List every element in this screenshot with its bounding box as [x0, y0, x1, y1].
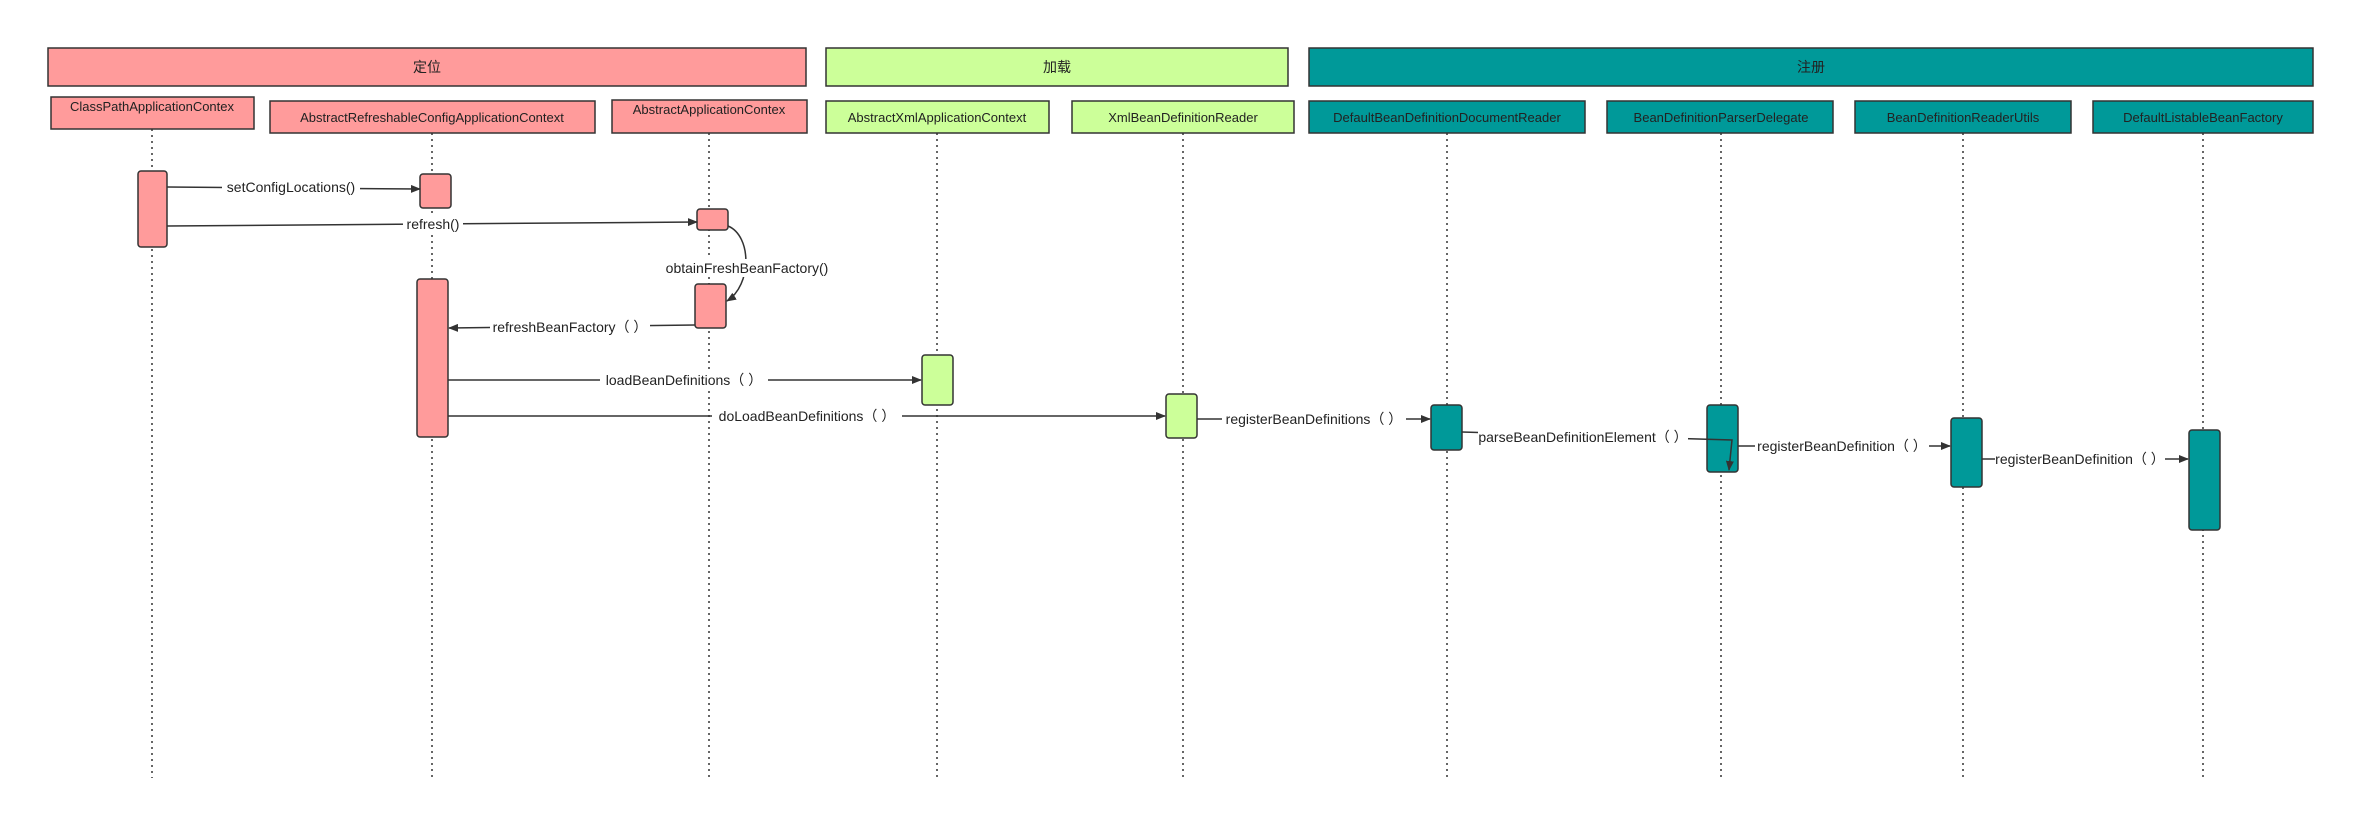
participant-label: DefaultListableBeanFactory [2123, 110, 2283, 125]
message-label: obtainFreshBeanFactory() [666, 260, 829, 276]
message-label: registerBeanDefinition（ ） [1995, 451, 2165, 467]
participant-label: AbstractRefreshableConfigApplicationCont… [300, 110, 564, 125]
participant-label: DefaultBeanDefinitionDocumentReader [1333, 110, 1561, 125]
message-register-bean-definition-factory: registerBeanDefinition（ ） [1982, 450, 2189, 468]
phase-register: 注册 [1308, 47, 2314, 87]
phase-locate: 定位 [47, 47, 807, 87]
participant-bean-definition-parser-delegate: BeanDefinitionParserDelegate [1606, 100, 1834, 778]
activation-p2-refresh [416, 278, 449, 438]
participant-abstract-refreshable-config-application-context: AbstractRefreshableConfigApplicationCont… [269, 100, 596, 778]
message-register-bean-definition-utils: registerBeanDefinition（ ） [1738, 437, 1951, 455]
message-register-bean-definitions: registerBeanDefinitions（ ） [1197, 410, 1431, 428]
participant-label: AbstractApplicationContex [633, 102, 786, 117]
activation-p5 [1165, 393, 1198, 439]
activation-boxes [137, 170, 2221, 531]
phase-load-label: 加载 [1043, 59, 1071, 75]
participant-default-bean-definition-document-reader: DefaultBeanDefinitionDocumentReader [1308, 100, 1586, 778]
participant-label: XmlBeanDefinitionReader [1108, 110, 1258, 125]
message-label: setConfigLocations() [227, 179, 355, 195]
activation-p2-setconfig [419, 173, 452, 209]
activation-p9 [2188, 429, 2221, 531]
participant-label: BeanDefinitionReaderUtils [1887, 110, 2040, 125]
message-label: registerBeanDefinition（ ） [1757, 438, 1927, 454]
message-label: registerBeanDefinitions（ ） [1226, 411, 1403, 427]
message-refresh-bean-factory: refreshBeanFactory（ ） [448, 318, 696, 336]
message-label: doLoadBeanDefinitions（ ） [719, 408, 896, 424]
activation-p3-refresh [696, 208, 729, 231]
activation-p8 [1950, 417, 1983, 488]
participant-label: AbstractXmlApplicationContext [848, 110, 1027, 125]
message-set-config-locations: setConfigLocations() [166, 178, 421, 196]
participant-label: BeanDefinitionParserDelegate [1634, 110, 1809, 125]
message-label: loadBeanDefinitions（ ） [606, 372, 762, 388]
message-obtain-fresh-bean-factory: obtainFreshBeanFactory() [662, 225, 832, 302]
participant-xml-bean-definition-reader: XmlBeanDefinitionReader [1071, 100, 1295, 778]
phase-register-label: 注册 [1797, 59, 1825, 75]
participant-default-listable-bean-factory: DefaultListableBeanFactory [2092, 100, 2314, 778]
activation-p6 [1430, 404, 1463, 451]
participant-abstract-application-context: AbstractApplicationContex [611, 99, 808, 778]
activation-p4 [921, 354, 954, 406]
phase-locate-label: 定位 [413, 59, 441, 75]
message-do-load-bean-definitions: doLoadBeanDefinitions（ ） [448, 407, 1166, 425]
message-label: refresh() [407, 216, 460, 232]
message-label: parseBeanDefinitionElement（ ） [1478, 429, 1687, 445]
message-load-bean-definitions: loadBeanDefinitions（ ） [448, 371, 922, 389]
message-refresh: refresh() [166, 215, 698, 233]
participant-label: ClassPathApplicationContex [70, 99, 235, 114]
activation-p7 [1706, 404, 1739, 473]
activation-p1 [137, 170, 168, 248]
activation-p3-obtain [694, 283, 727, 329]
phase-load: 加载 [825, 47, 1289, 87]
message-label: refreshBeanFactory（ ） [493, 319, 648, 335]
participant-abstract-xml-application-context: AbstractXmlApplicationContext [825, 100, 1050, 778]
participant-classpath-application-context: ClassPathApplicationContex [50, 96, 255, 778]
participant-bean-definition-reader-utils: BeanDefinitionReaderUtils [1854, 100, 2072, 778]
message-parse-bean-definition-element: parseBeanDefinitionElement（ ） [1461, 428, 1734, 471]
